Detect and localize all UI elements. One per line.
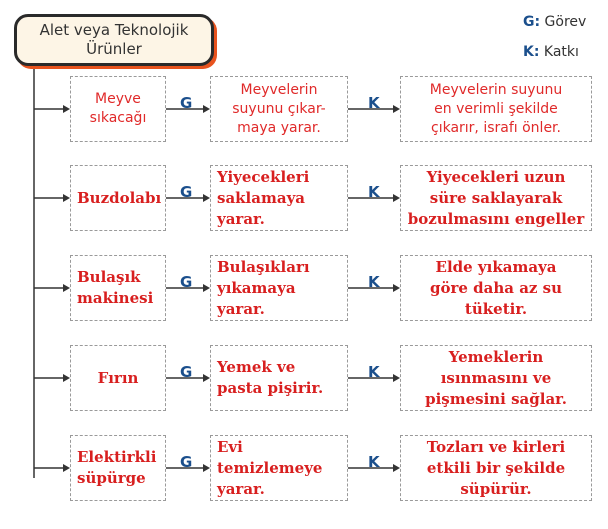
contribution-box-3-line-2: göre daha az su — [429, 278, 563, 297]
tool-box-2-line-1: Buzdolabı — [77, 188, 162, 207]
gorev-label-4: G — [180, 363, 193, 381]
task-box-3-line-3: yarar. — [217, 299, 265, 318]
contribution-box-1: Meyvelerin suyunu en verimli şekilde çıkar… — [400, 76, 592, 142]
task-to-contribution-arrow-2 — [393, 194, 400, 202]
legend-gorev: G: Görev — [523, 14, 586, 30]
contribution-box-1-line-1: Meyvelerin suyunu — [429, 81, 563, 98]
contribution-box-4-line-1: Yemeklerin — [448, 347, 544, 366]
katki-label-5: K — [368, 453, 380, 471]
contribution-box-3: Elde yıkamaya göre daha az su tüketir. — [400, 255, 592, 321]
task-box-4-line-2: pasta pişirir. — [217, 379, 324, 397]
legend-g-label: Görev — [544, 14, 587, 30]
task-to-contribution-arrow-1 — [393, 105, 400, 113]
task-box-4: Yemek ve pasta pişirir. — [210, 345, 348, 411]
title-line-1: Alet veya Teknolojik — [39, 21, 189, 39]
task-to-contribution-arrow-5 — [393, 464, 400, 472]
tool-box-5: Elektirkli süpürge — [70, 435, 166, 501]
legend-katki: K: Katkı — [523, 44, 579, 60]
contribution-box-1-line-3: çıkarır, israfı önler. — [431, 119, 561, 136]
contribution-box-2-line-2: süre saklayarak — [429, 188, 563, 207]
tool-to-task-arrow-1 — [203, 105, 210, 113]
tool-to-task-arrow-2 — [203, 194, 210, 202]
task-box-5-line-2: temizlemeye — [217, 458, 323, 477]
contribution-box-5-line-1: Tozları ve kirleri — [426, 437, 566, 456]
diagram-title: Alet veya Teknolojik Ürünler — [17, 21, 211, 59]
contribution-box-2-line-1: Yiyecekleri uzun — [426, 167, 566, 186]
task-box-3: Bulaşıkları yıkamaya yarar. — [210, 255, 348, 321]
katki-label-1: K — [368, 94, 380, 112]
gorev-label-5: G — [180, 453, 193, 471]
title-line-2: Ürünler — [86, 40, 142, 58]
task-box-2-line-3: yarar. — [217, 209, 265, 228]
task-box-2-line-2: saklamaya — [217, 188, 306, 207]
trunk-arrow-1 — [63, 105, 70, 113]
tool-box-1-line-2: sıkacağı — [89, 110, 147, 126]
contribution-box-2-line-3: bozulmasını engeller — [407, 209, 585, 228]
tool-box-3: Bulaşık makinesi — [70, 255, 166, 321]
tool-box-2: Buzdolabı — [70, 165, 166, 231]
task-box-1-line-3: maya yarar. — [237, 119, 321, 136]
tool-to-task-arrow-5 — [203, 464, 210, 472]
gorev-label-3: G — [180, 273, 193, 291]
task-box-3-line-1: Bulaşıkları — [217, 257, 310, 276]
trunk-arrow-5 — [63, 464, 70, 472]
contribution-box-4-line-3: pişmesini sağlar. — [425, 389, 567, 408]
trunk-arrow-2 — [63, 194, 70, 202]
tool-box-5-line-2: süpürge — [77, 469, 146, 487]
contribution-box-4: Yemeklerin ısınmasını ve pişmesini sağlar. — [400, 345, 592, 411]
task-box-1: Meyvelerin suyunu çıkar-maya yarar. — [210, 76, 348, 142]
tool-box-1: Meyve sıkacağı — [70, 76, 166, 142]
legend-g-key: G: — [523, 14, 541, 30]
task-box-5-line-3: yarar. — [217, 479, 265, 498]
gorev-label-2: G — [180, 183, 193, 201]
tool-to-task-arrow-3 — [203, 284, 210, 292]
trunk-arrow-4 — [63, 374, 70, 382]
contribution-box-3-line-3: tüketir. — [464, 299, 528, 318]
contribution-box-4-line-2: ısınmasını ve — [440, 368, 552, 387]
task-box-2-line-1: Yiyecekleri — [217, 167, 310, 186]
task-box-1-line-2: suyunu çıkar- — [232, 100, 326, 117]
contribution-box-1-line-2: en verimli şekilde — [434, 100, 558, 117]
tool-box-4: Fırın — [70, 345, 166, 411]
katki-label-2: K — [368, 183, 380, 201]
legend-k-label: Katkı — [543, 44, 579, 60]
tool-box-4-line-1: Fırın — [97, 368, 139, 387]
task-box-3-line-2: yıkamaya — [217, 278, 296, 297]
tool-box-1-line-1: Meyve — [95, 91, 141, 107]
task-box-4-line-1: Yemek ve — [217, 358, 296, 376]
contribution-box-5-line-3: süpürür. — [460, 479, 532, 498]
contribution-box-3-line-1: Elde yıkamaya — [435, 257, 557, 276]
tool-box-3-line-1: Bulaşık — [77, 268, 141, 286]
tool-box-5-line-1: Elektirkli — [77, 448, 157, 466]
gorev-label-1: G — [180, 94, 193, 112]
tool-box-3-line-2: makinesi — [77, 289, 154, 307]
task-box-5-line-1: Evi — [217, 437, 243, 456]
task-box-1-line-1: Meyvelerin — [240, 81, 318, 98]
legend-k-key: K: — [523, 44, 540, 60]
katki-label-4: K — [368, 363, 380, 381]
task-box-5: Evi temizlemeye yarar. — [210, 435, 348, 501]
contribution-box-5: Tozları ve kirleri etkili bir şekilde süpü… — [400, 435, 592, 501]
katki-label-3: K — [368, 273, 380, 291]
task-box-2: Yiyecekleri saklamaya yarar. — [210, 165, 348, 231]
contribution-box-5-line-2: etkili bir şekilde — [426, 458, 566, 477]
task-to-contribution-arrow-3 — [393, 284, 400, 292]
task-to-contribution-arrow-4 — [393, 374, 400, 382]
tool-to-task-arrow-4 — [203, 374, 210, 382]
title-box: Alet veya Teknolojik Ürünler — [14, 14, 214, 66]
trunk-arrow-3 — [63, 284, 70, 292]
contribution-box-2: Yiyecekleri uzun süre saklayarak bozulması… — [400, 165, 592, 231]
